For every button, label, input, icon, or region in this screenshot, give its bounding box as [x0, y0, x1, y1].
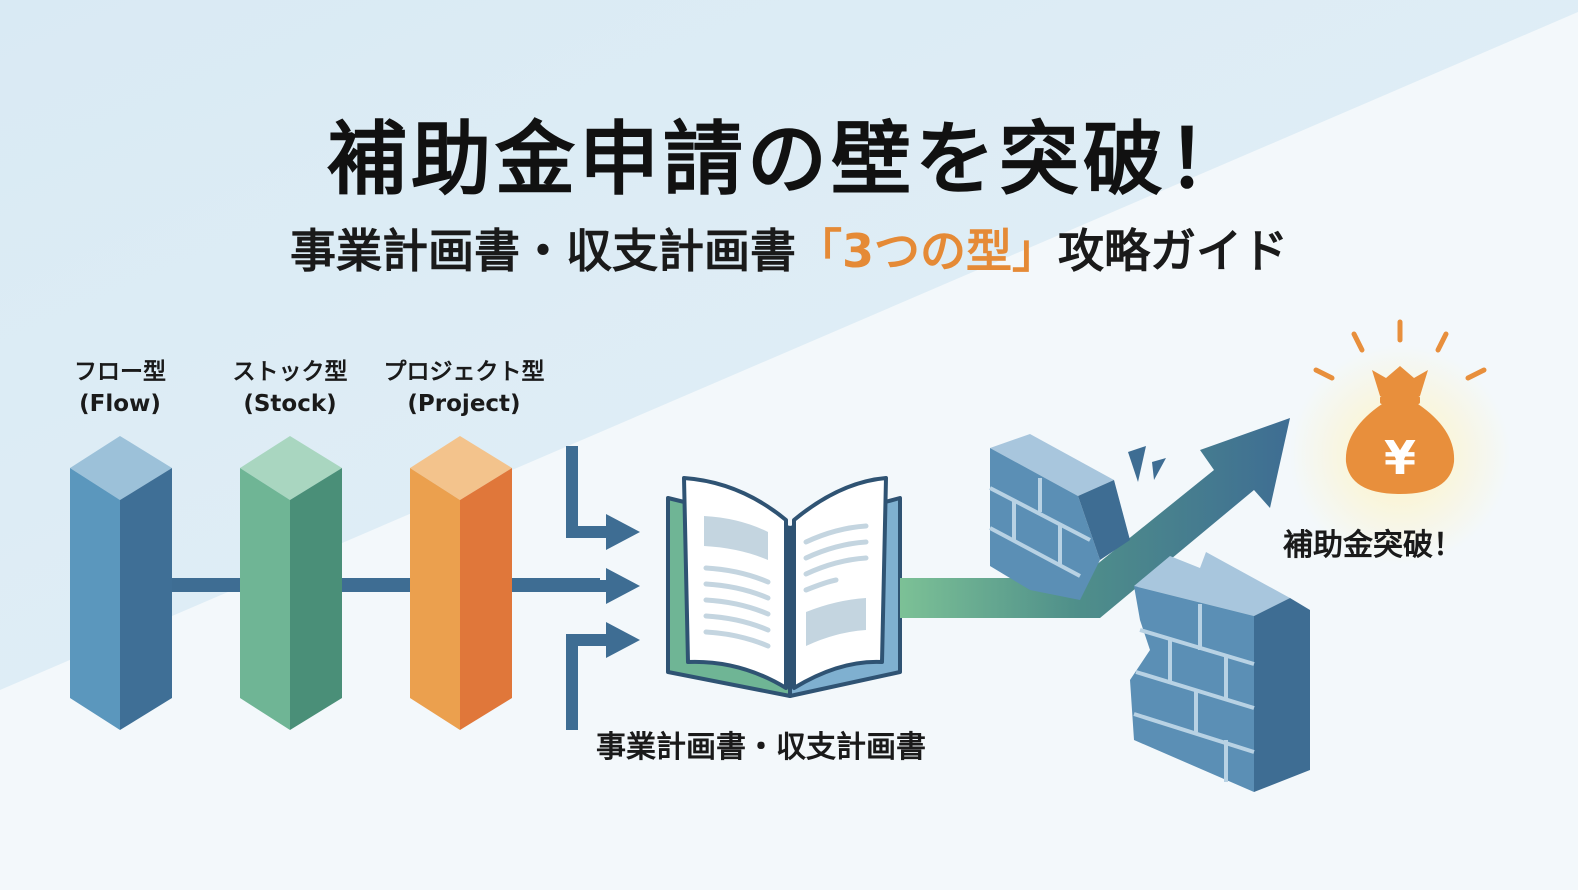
subtitle-accent: 「3つの型」	[795, 224, 1058, 278]
pillar-label-en: (Project)	[407, 391, 521, 417]
pillar-project	[410, 436, 512, 730]
goal-label: 補助金突破！	[1283, 528, 1463, 563]
wall-upper	[989, 434, 1166, 600]
page-subtitle: 事業計画書・収支計画書「3つの型」攻略ガイド	[0, 215, 1578, 281]
connector-line	[160, 578, 600, 592]
subtitle-suffix: 攻略ガイド	[1058, 224, 1288, 278]
page-title: 補助金申請の壁を突破！	[327, 113, 1251, 206]
pillar-label-flow: フロー型 (Flow)	[30, 356, 210, 420]
money-bag-yen-icon: ¥	[1290, 319, 1510, 565]
pillar-label-en: (Flow)	[79, 391, 161, 417]
input-arrows	[566, 446, 640, 730]
wall-lower	[1130, 552, 1310, 792]
pillar-label-project: プロジェクト型 (Project)	[364, 356, 564, 420]
pillar-flow	[70, 436, 172, 730]
pillar-label-en: (Stock)	[243, 391, 337, 417]
open-book-icon	[666, 476, 902, 698]
pillar-label-jp: ストック型	[232, 359, 348, 385]
subtitle-prefix: 事業計画書・収支計画書	[289, 224, 796, 278]
pillar-label-jp: プロジェクト型	[383, 359, 545, 385]
pillar-label-stock: ストック型 (Stock)	[200, 356, 380, 420]
breakthrough-arrow	[900, 418, 1290, 618]
pillar-stock	[240, 436, 342, 730]
pillar-label-jp: フロー型	[74, 359, 166, 385]
document-label: 事業計画書・収支計画書	[596, 730, 926, 765]
svg-text:¥: ¥	[1384, 431, 1416, 485]
